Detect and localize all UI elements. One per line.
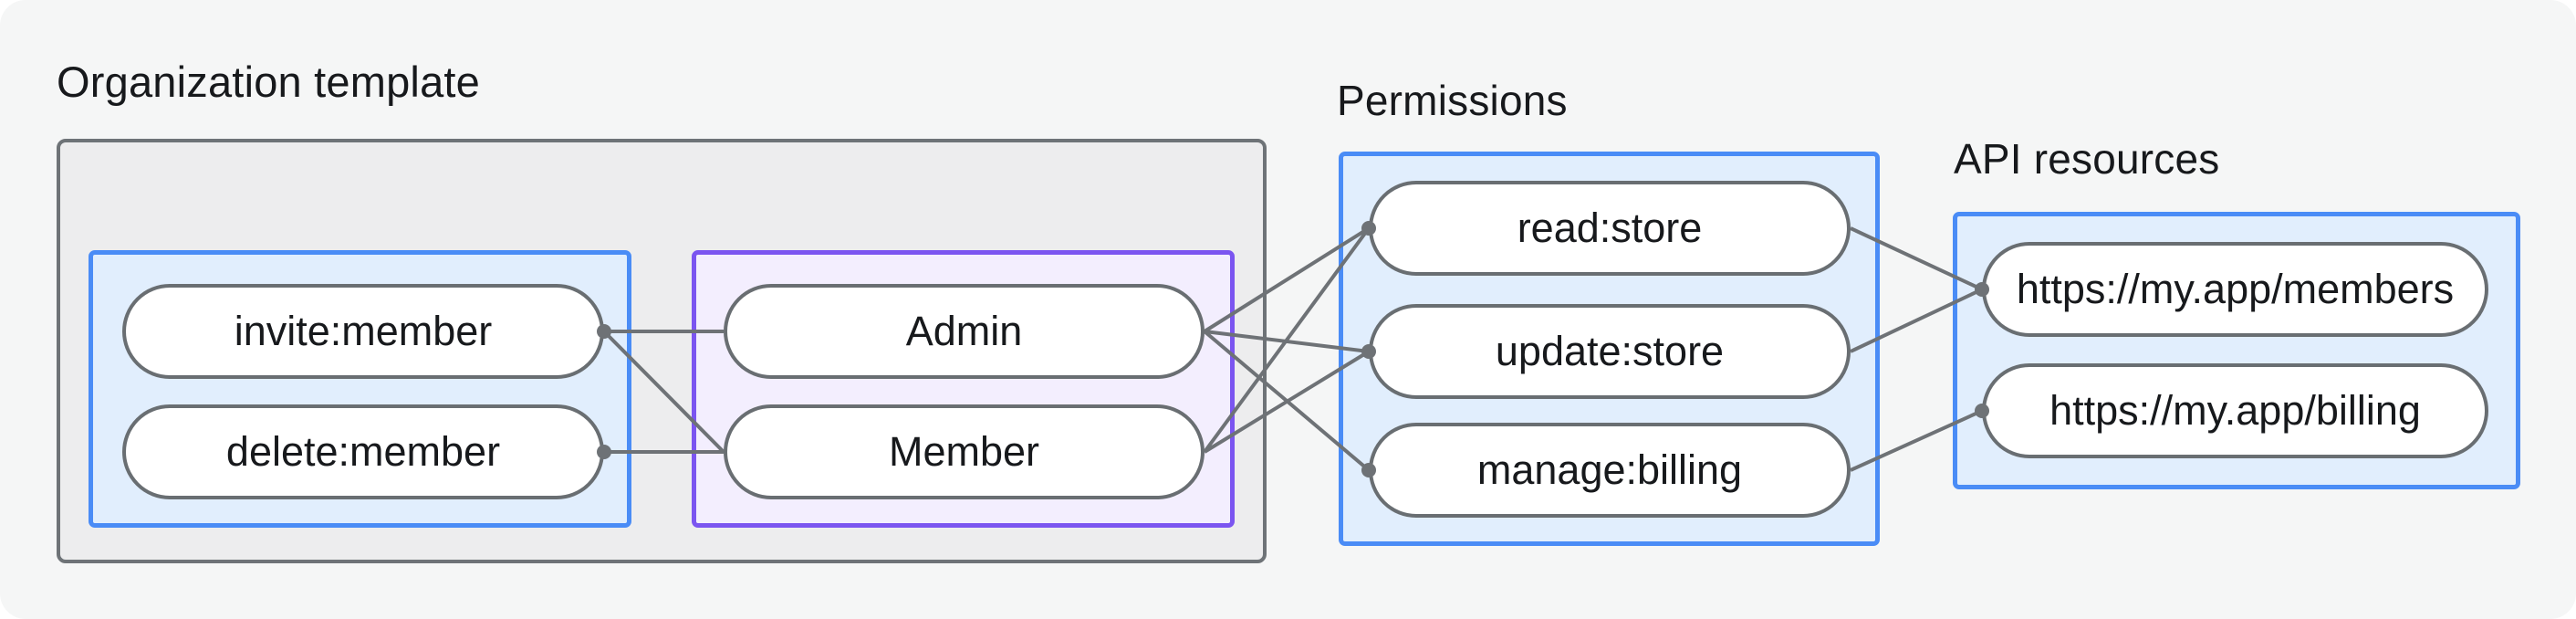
node-api-billing: https://my.app/billing <box>1982 363 2488 458</box>
organization-template-label: Organization template <box>57 58 481 106</box>
api-resources-label: API resources <box>1954 135 2220 183</box>
organization-roles-box: Admin Member <box>692 250 1235 528</box>
permissions-label: Permissions <box>1337 77 1568 124</box>
api-resources-box: https://my.app/members https://my.app/bi… <box>1953 212 2520 489</box>
permissions-box: read:store update:store manage:billing <box>1339 152 1880 546</box>
node-delete-member: delete:member <box>122 404 604 499</box>
node-invite-member: invite:member <box>122 284 604 379</box>
node-api-members: https://my.app/members <box>1982 242 2488 337</box>
node-manage-billing: manage:billing <box>1369 423 1851 518</box>
node-member: Member <box>724 404 1205 499</box>
node-read-store: read:store <box>1369 181 1851 276</box>
node-admin: Admin <box>724 284 1205 379</box>
organization-permissions-box: invite:member delete:member <box>89 250 631 528</box>
node-update-store: update:store <box>1369 304 1851 399</box>
